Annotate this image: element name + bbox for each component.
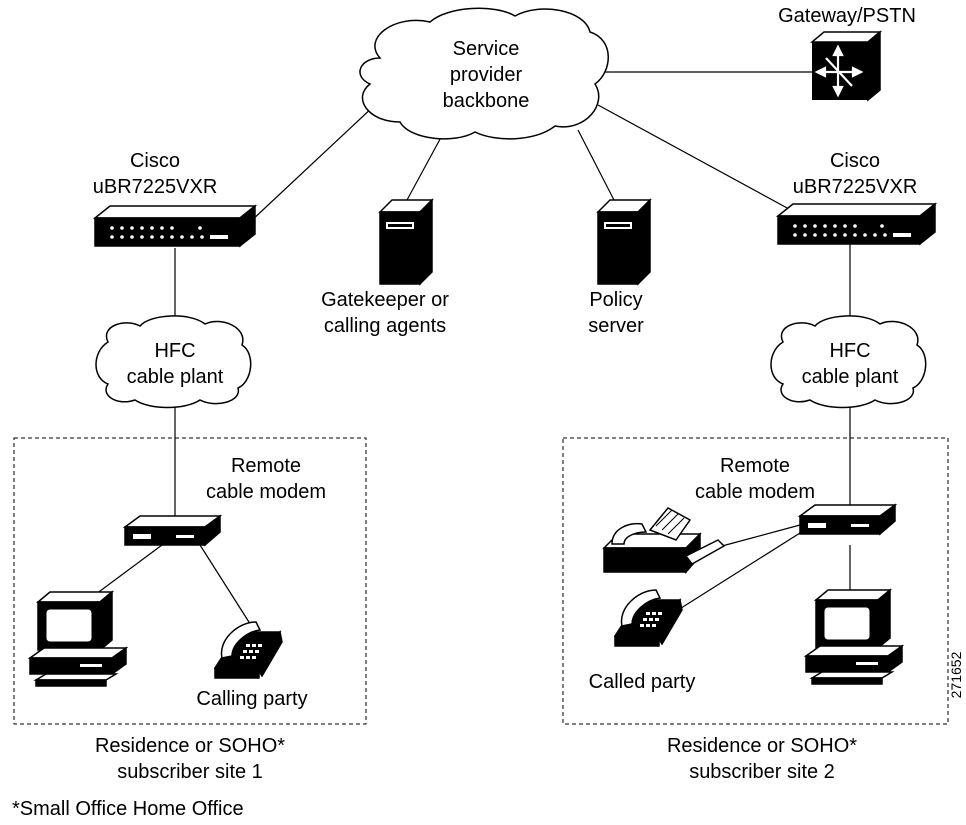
modem-left-label-line2: cable modem <box>206 481 326 503</box>
policy-label-line1: Policy <box>589 289 642 311</box>
cmts-right-label-line2: uBR7225VXR <box>793 176 918 198</box>
link-modem-left-phone <box>199 544 255 631</box>
calling-party-label: Calling party <box>196 688 307 710</box>
hfc-left-label-line2: cable plant <box>127 366 224 388</box>
subscriber-site-2-box <box>562 437 949 725</box>
gatekeeper-label-line2: calling agents <box>324 315 446 337</box>
link-backbone-cmts-left <box>249 104 376 223</box>
cmts-right-router-icon <box>775 202 938 246</box>
site2-label-line1: Residence or SOHO* <box>667 735 857 757</box>
link-backbone-gatekeeper <box>406 129 446 201</box>
site2-label-line2: subscriber site 2 <box>689 761 835 783</box>
link-backbone-cmts-right <box>597 104 801 216</box>
backbone-label-line2: provider <box>450 64 523 86</box>
modem-left-label-line1: Remote <box>231 455 301 477</box>
gateway-label: Gateway/PSTN <box>778 5 916 27</box>
modem-right-label-line2: cable modem <box>695 481 815 503</box>
cmts-left-label-line1: Cisco <box>130 150 180 172</box>
policy-label-line2: server <box>588 315 644 337</box>
hfc-right-label-line2: cable plant <box>802 366 899 388</box>
hfc-left-cloud-icon <box>95 315 252 409</box>
hfc-left-label-line1: HFC <box>154 340 195 362</box>
policy-server-icon <box>596 198 652 286</box>
computer-left-icon <box>27 590 129 687</box>
connections <box>87 71 851 631</box>
backbone-cloud-icon <box>359 7 609 140</box>
modem-right-icon <box>797 503 898 536</box>
called-party-label: Called party <box>589 671 696 693</box>
phone-right-icon <box>613 589 683 647</box>
backbone-label-line3: backbone <box>443 90 530 112</box>
link-modem-right-phone <box>677 532 801 611</box>
modem-left-icon <box>122 514 223 547</box>
footnote: *Small Office Home Office <box>12 798 244 820</box>
link-backbone-policy <box>577 129 615 201</box>
site1-label-line1: Residence or SOHO* <box>95 735 285 757</box>
site1-label-line2: subscriber site 1 <box>117 761 263 783</box>
cmts-left-router-icon <box>92 204 258 248</box>
modem-right-label-line1: Remote <box>720 455 790 477</box>
hfc-right-cloud-icon <box>770 315 927 409</box>
phone-left-icon <box>213 621 283 679</box>
link-modem-left-pc <box>87 544 163 601</box>
figure-id: 271652 <box>948 651 964 698</box>
cmts-left-label-line2: uBR7225VXR <box>93 176 218 198</box>
gateway-switch-icon <box>809 30 883 102</box>
gatekeeper-label-line1: Gatekeeper or <box>321 289 449 311</box>
fax-machine-icon <box>602 507 726 574</box>
hfc-right-label-line1: HFC <box>829 340 870 362</box>
subscriber-site-1-box <box>13 437 367 725</box>
backbone-label-line1: Service <box>453 38 520 60</box>
cmts-right-label-line1: Cisco <box>830 150 880 172</box>
link-modem-right-fax <box>721 524 801 547</box>
gatekeeper-server-icon <box>378 198 434 286</box>
computer-right-icon <box>803 588 905 685</box>
